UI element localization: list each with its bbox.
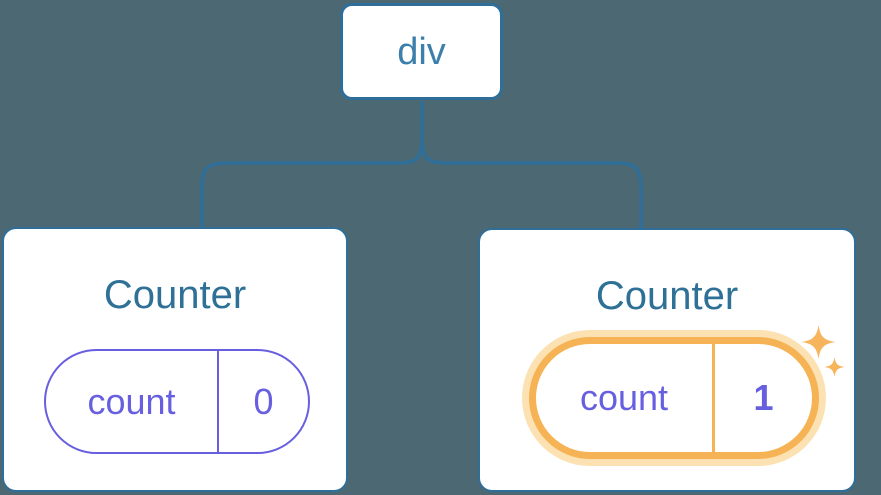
state-value: 1	[753, 377, 774, 418]
pill-divider	[712, 344, 715, 452]
pill-divider	[217, 351, 219, 452]
sparkle-small	[824, 357, 845, 377]
connector-branch-left	[200, 137, 424, 228]
counter-card-left: Counter count 0	[2, 227, 348, 492]
root-node-div: div	[340, 3, 503, 100]
sparkles-icon	[801, 325, 845, 377]
connector-branch-right	[420, 137, 643, 229]
state-pill: count 0	[44, 349, 310, 454]
sparkle-large	[801, 325, 836, 359]
counter-title: Counter	[103, 273, 247, 317]
counter-card-right: Counter count 1	[478, 228, 856, 492]
state-key-label: count	[87, 380, 176, 422]
state-key-label: count	[579, 377, 669, 418]
root-node-label: div	[397, 30, 446, 73]
counter-title: Counter	[595, 274, 739, 318]
state-value: 0	[253, 380, 274, 422]
state-pill-highlighted: count 1	[529, 337, 819, 459]
